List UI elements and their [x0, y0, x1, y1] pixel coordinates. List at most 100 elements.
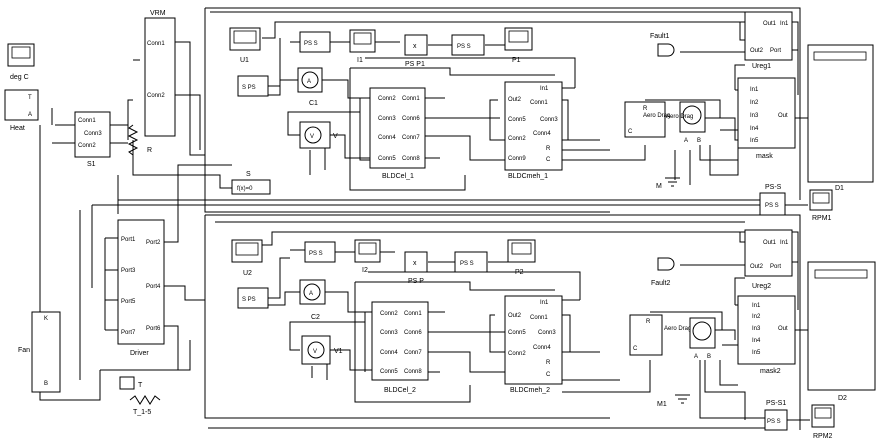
block-ps-s-i2[interactable]: PS S	[304, 241, 336, 263]
wire	[309, 148, 326, 175]
block-fan[interactable]: K B Fan	[18, 311, 61, 393]
block-aero-drag[interactable]: R C Aero Drag Aero Drag A B	[624, 101, 706, 144]
bldcmeh1-body	[504, 81, 563, 171]
block-temp-sensor-t[interactable]: T	[119, 376, 143, 390]
d2-field	[814, 269, 868, 279]
block-bldcmeh-1[interactable]: In1 Out2 Conn1 Conn5 Conn3 Conn2 Conn4 R…	[504, 81, 563, 180]
block-mask[interactable]: In1 In2 In3 In4 In5 Out mask	[737, 77, 796, 160]
bldcel1-label: BLDCel_1	[382, 173, 414, 180]
driver-label: Driver	[130, 350, 149, 357]
pss-rpm2-text: PS S	[767, 419, 781, 425]
resistor-label: R	[147, 147, 152, 154]
fault2-label: Fault2	[651, 280, 671, 287]
rpm1-label: RPM1	[812, 215, 832, 222]
aero1-c: C	[633, 346, 638, 352]
heat-port-a: A	[28, 112, 32, 118]
scope-screen	[812, 192, 830, 204]
scope-p1[interactable]: P1	[504, 27, 533, 64]
ureg1-out2: Out2	[750, 48, 764, 54]
block-aero-drag1[interactable]: R C Aero Drag1 A B	[629, 314, 716, 360]
block-voltmeter-v[interactable]: V V	[299, 121, 338, 149]
bldcmeh2-label: BLDCmeh_2	[510, 387, 550, 394]
scope-screen	[353, 32, 372, 45]
mask-label: mask	[756, 153, 773, 160]
scope-deg-c[interactable]: deg C	[7, 43, 35, 81]
block-resistor-r[interactable]: R	[127, 124, 152, 156]
wire	[719, 360, 738, 386]
block-s1[interactable]: Conn1 Conn3 Conn2 S1	[74, 111, 111, 168]
block-ground-m1[interactable]: M1	[657, 394, 690, 408]
bldcel2-conn1: Conn1	[404, 311, 422, 317]
driver-port-3: Port3	[121, 268, 136, 274]
block-s-ps-2[interactable]: S PS	[237, 287, 269, 309]
v1-label: V1	[334, 348, 343, 355]
wire	[562, 360, 651, 393]
aero-c: C	[628, 129, 633, 135]
block-ground-m[interactable]: M	[656, 177, 680, 190]
block-ps-s-i1[interactable]: PS S	[299, 31, 331, 53]
block-ammeter-c1[interactable]: A C1	[297, 67, 323, 107]
wire	[100, 340, 191, 371]
block-mult-2[interactable]: x PS P	[404, 251, 428, 285]
bldcmeh2-body	[504, 295, 563, 385]
scope-u2[interactable]: U2	[231, 239, 263, 277]
wire	[52, 124, 75, 144]
scope-rpm2[interactable]: RPM2	[811, 404, 835, 440]
u2-label: U2	[243, 270, 252, 277]
block-fault1[interactable]: Fault1	[650, 33, 675, 57]
scope-rpm1[interactable]: RPM1	[809, 189, 833, 222]
wire	[205, 7, 801, 200]
block-mult-1[interactable]: x PS P1	[404, 34, 428, 68]
scope-screen	[508, 30, 529, 43]
fault1-label: Fault1	[650, 33, 670, 40]
pss-rpm2-label: PS-S1	[766, 400, 786, 407]
block-bldcel-2[interactable]: Conn2 Conn3 Conn4 Conn5 Conn1 Conn6 Conn…	[371, 301, 429, 394]
fault2-gate	[657, 257, 675, 271]
block-ammeter-c2[interactable]: A C2	[299, 279, 326, 321]
scope-i1[interactable]: I1	[349, 29, 376, 64]
block-bldcmeh-2[interactable]: In1 Out2 Conn1 Conn5 Conn3 Conn2 Conn4 R…	[504, 295, 563, 394]
block-solver-s[interactable]: f(x)=0 S	[231, 171, 271, 195]
block-ps-s-rpm1[interactable]: PS S PS-S	[759, 184, 786, 216]
wire	[428, 311, 505, 373]
voltmeter-symbol: V	[313, 349, 317, 355]
display-d1[interactable]: D1	[807, 44, 874, 192]
voltmeter-dial	[307, 341, 325, 359]
scope-screen	[814, 407, 832, 419]
scope-u1[interactable]: U1	[229, 27, 261, 64]
block-ureg1[interactable]: Out1 In1 Out2 Port Ureg1	[744, 11, 793, 70]
wire	[325, 291, 372, 313]
m1-label: M1	[657, 401, 667, 408]
block-vrm[interactable]: VRM Conn1 Conn2	[144, 10, 176, 137]
block-voltmeter-v1[interactable]: V V1	[301, 335, 343, 365]
block-ps-s-p2[interactable]: PS S	[454, 251, 488, 273]
scope-p2[interactable]: P2	[507, 239, 536, 276]
block-ureg2[interactable]: Out1 In1 Out2 Port Ureg2	[744, 229, 793, 290]
aero-b: B	[697, 138, 701, 144]
wire	[739, 21, 799, 95]
s-ps-text: S PS	[242, 297, 256, 303]
ammeter-dial	[303, 283, 321, 301]
wire	[117, 175, 760, 214]
scope-i2[interactable]: I2	[354, 239, 381, 274]
block-ps-s-p1[interactable]: PS S	[451, 34, 485, 56]
bldcel2-conn7: Conn7	[404, 350, 422, 356]
display-d2[interactable]: D2	[807, 261, 876, 402]
bldcel1-conn5: Conn5	[378, 156, 396, 162]
block-mask2[interactable]: In1 In2 In3 In4 In5 Out mask2	[737, 295, 796, 375]
wire	[699, 360, 765, 419]
block-ps-s-rpm2[interactable]: PS S PS-S1	[764, 400, 788, 431]
ureg2-out2: Out2	[750, 264, 764, 270]
block-driver[interactable]: Port1 Port3 Port5 Port7 Port2 Port4 Port…	[117, 219, 165, 357]
d2-label: D2	[838, 395, 847, 402]
block-heat[interactable]: T A Heat	[4, 89, 39, 132]
resistor-zigzag	[127, 124, 139, 156]
block-fault2[interactable]: Fault2	[651, 257, 675, 287]
wire	[268, 257, 290, 299]
heat-port-t: T	[28, 95, 32, 101]
block-s-ps-1[interactable]: S PS	[237, 75, 269, 97]
wire	[562, 87, 600, 141]
block-bldcel-1[interactable]: Conn2 Conn3 Conn4 Conn5 Conn1 Conn6 Conn…	[369, 87, 426, 180]
block-thermistor-t15[interactable]: T_1-5	[129, 395, 161, 416]
mult-body	[404, 34, 428, 56]
